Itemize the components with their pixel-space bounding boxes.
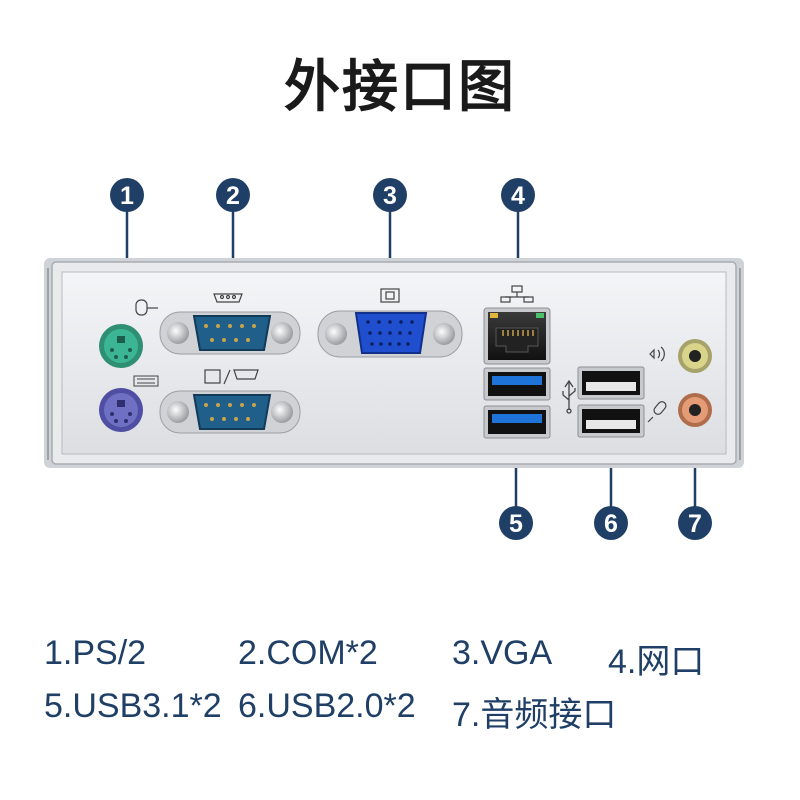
callout-1: 1 xyxy=(110,178,144,212)
usb3-port-2 xyxy=(483,405,551,439)
legend-item-ps2: 1.PS/2 xyxy=(44,634,147,672)
legend-item-audio: 7.音频接口 xyxy=(452,696,617,734)
keyboard-icon xyxy=(133,375,159,387)
network-icon xyxy=(500,285,534,303)
callout-7: 7 xyxy=(678,506,712,540)
mouse-icon xyxy=(135,299,158,316)
legend-item-lan: 4.网口 xyxy=(608,643,705,681)
callout-6-label: 6 xyxy=(604,510,618,538)
com-port-2 xyxy=(159,390,301,434)
legend-item-com: 2.COM*2 xyxy=(238,634,378,672)
ps2-keyboard-port xyxy=(99,388,143,432)
microphone-icon xyxy=(647,401,667,423)
usb2-port-1 xyxy=(577,366,645,400)
serial-port-icon xyxy=(213,293,243,303)
callout-5: 5 xyxy=(499,506,533,540)
vga-port xyxy=(317,310,463,358)
legend-item-usb3: 5.USB3.1*2 xyxy=(44,687,222,725)
ps2-mouse-port xyxy=(99,324,143,368)
usb2-port-2 xyxy=(577,404,645,438)
callout-4-label: 4 xyxy=(511,182,525,210)
callout-2-label: 2 xyxy=(226,182,240,210)
legend-item-vga: 3.VGA xyxy=(452,634,553,672)
usb3-port-1 xyxy=(483,367,551,401)
rj45-port xyxy=(483,307,551,365)
line-out-icon xyxy=(649,346,665,362)
audio-line-out-jack xyxy=(678,339,712,373)
callout-7-label: 7 xyxy=(688,510,702,538)
usb-icon xyxy=(562,379,576,414)
monitor-icon xyxy=(380,288,400,303)
callout-1-label: 1 xyxy=(120,182,134,210)
page-title: 外接口图 xyxy=(284,55,516,120)
callout-3-label: 3 xyxy=(383,182,397,210)
callout-5-label: 5 xyxy=(509,510,523,538)
callout-4: 4 xyxy=(501,178,535,212)
callout-2: 2 xyxy=(216,178,250,212)
audio-mic-jack xyxy=(678,393,712,427)
com-port-1 xyxy=(159,311,301,355)
callout-6: 6 xyxy=(594,506,628,540)
legend-item-usb2: 6.USB2.0*2 xyxy=(238,687,416,725)
monitor-serial-icon xyxy=(204,369,259,385)
callout-3: 3 xyxy=(373,178,407,212)
